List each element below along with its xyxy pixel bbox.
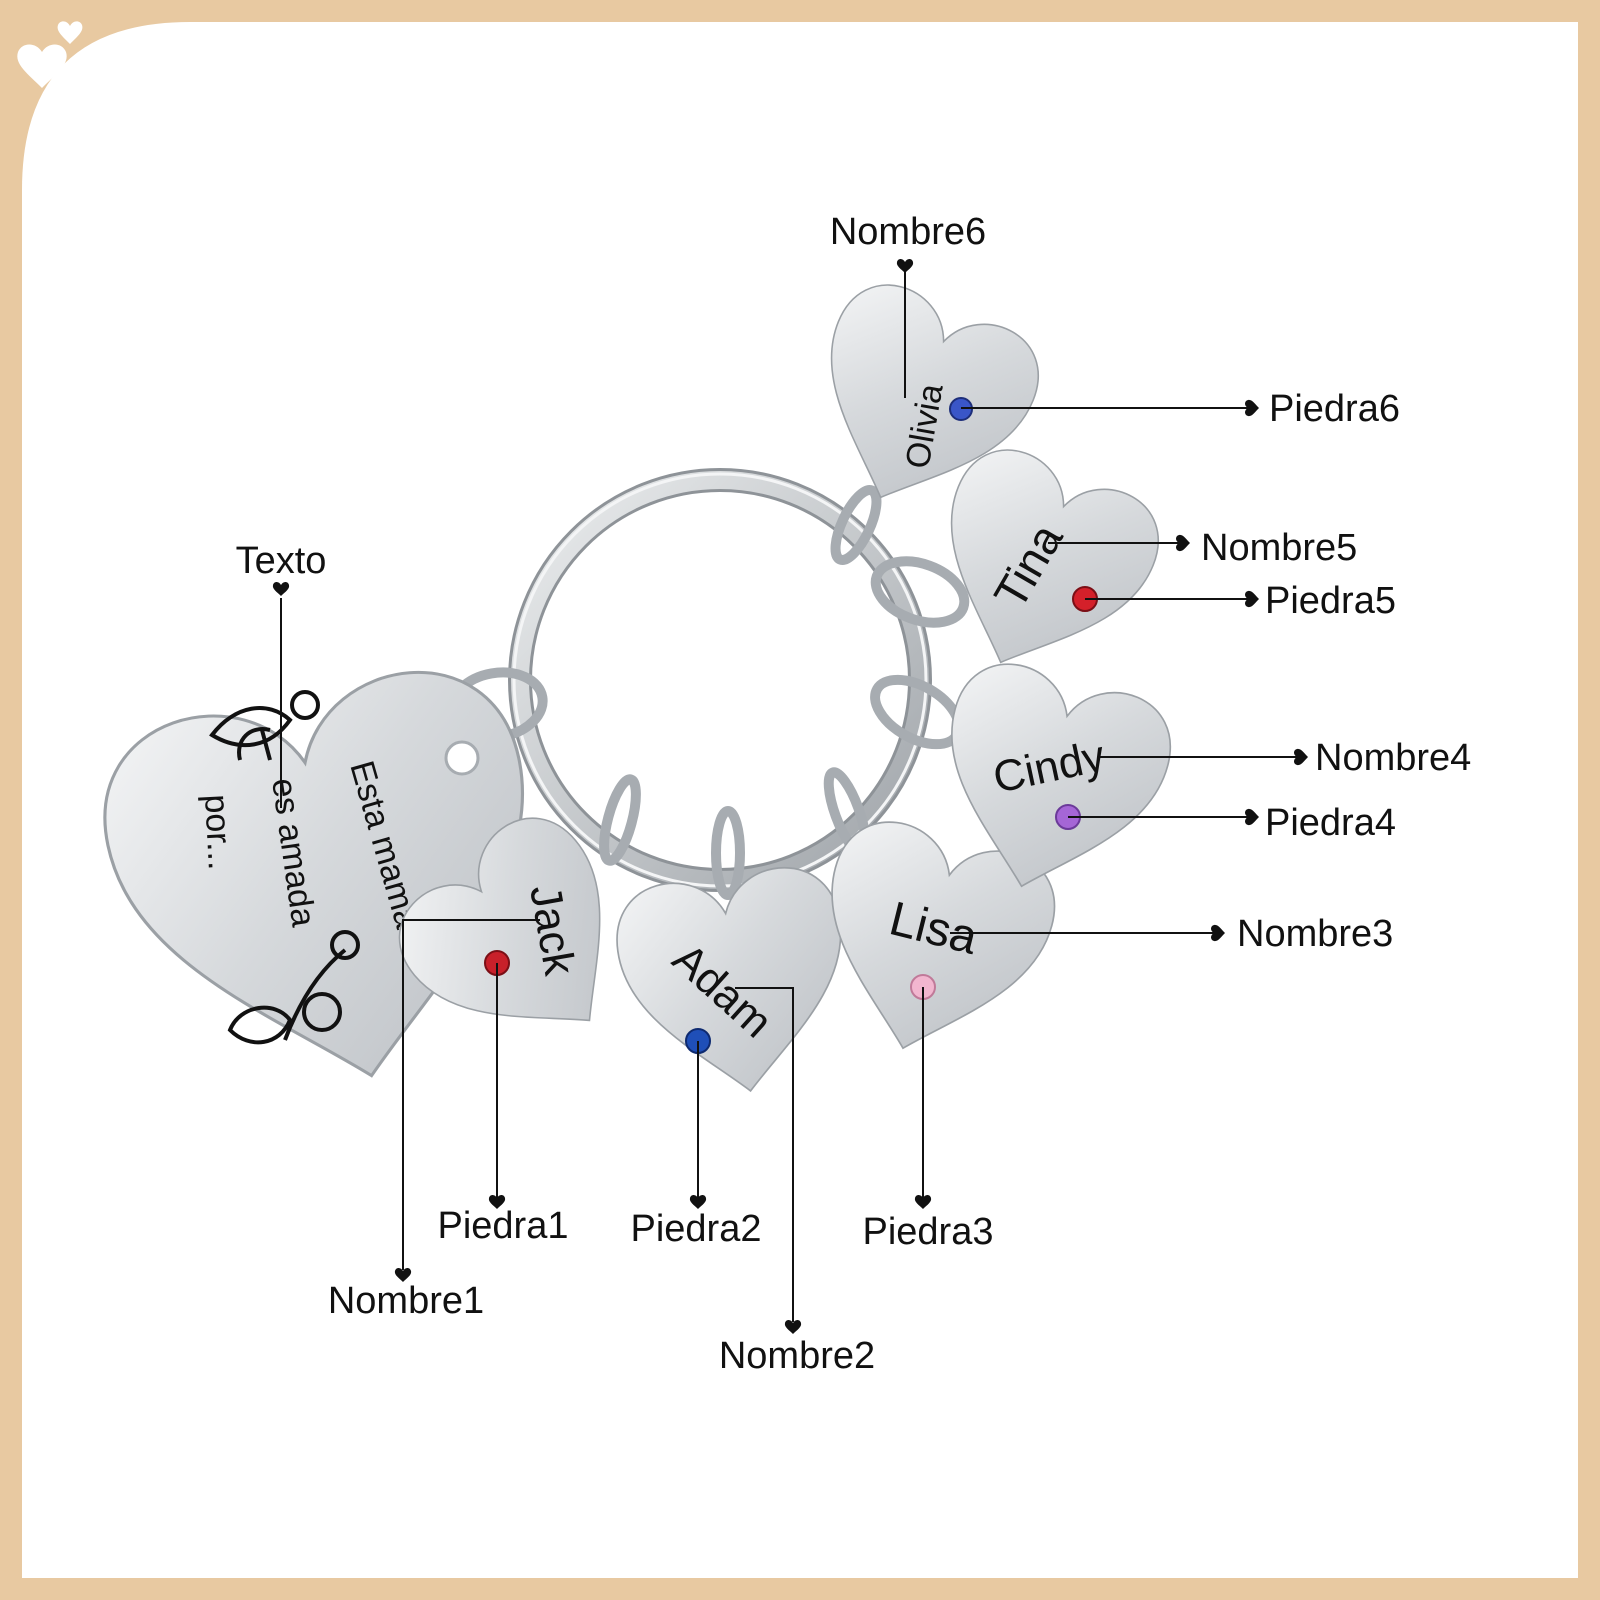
label-piedra6: Piedra6 — [1269, 388, 1400, 430]
label-nombre3: Nombre3 — [1237, 913, 1393, 955]
hearts-logo-icon — [17, 21, 83, 88]
flower-engraving-top — [209, 690, 320, 761]
leader-lines — [280, 268, 1300, 1322]
label-piedra4: Piedra4 — [1265, 802, 1396, 844]
big-heart-hole — [444, 740, 480, 776]
label-nombre2: Nombre2 — [719, 1335, 875, 1377]
big-heart-text-line3: por... — [197, 793, 239, 870]
label-piedra5: Piedra5 — [1265, 580, 1396, 622]
heart-bullet-icon — [272, 259, 1308, 1334]
white-card — [22, 22, 1578, 1578]
label-piedra1: Piedra1 — [438, 1205, 569, 1247]
label-nombre1: Nombre1 — [328, 1280, 484, 1322]
label-nombre6: Nombre6 — [830, 211, 986, 253]
flower-engraving-bottom — [227, 930, 360, 1045]
label-piedra2: Piedra2 — [631, 1208, 762, 1250]
label-nombre4: Nombre4 — [1315, 737, 1471, 779]
label-nombre5: Nombre5 — [1201, 527, 1357, 569]
label-piedra3: Piedra3 — [863, 1211, 994, 1253]
label-texto: Texto — [236, 540, 327, 582]
